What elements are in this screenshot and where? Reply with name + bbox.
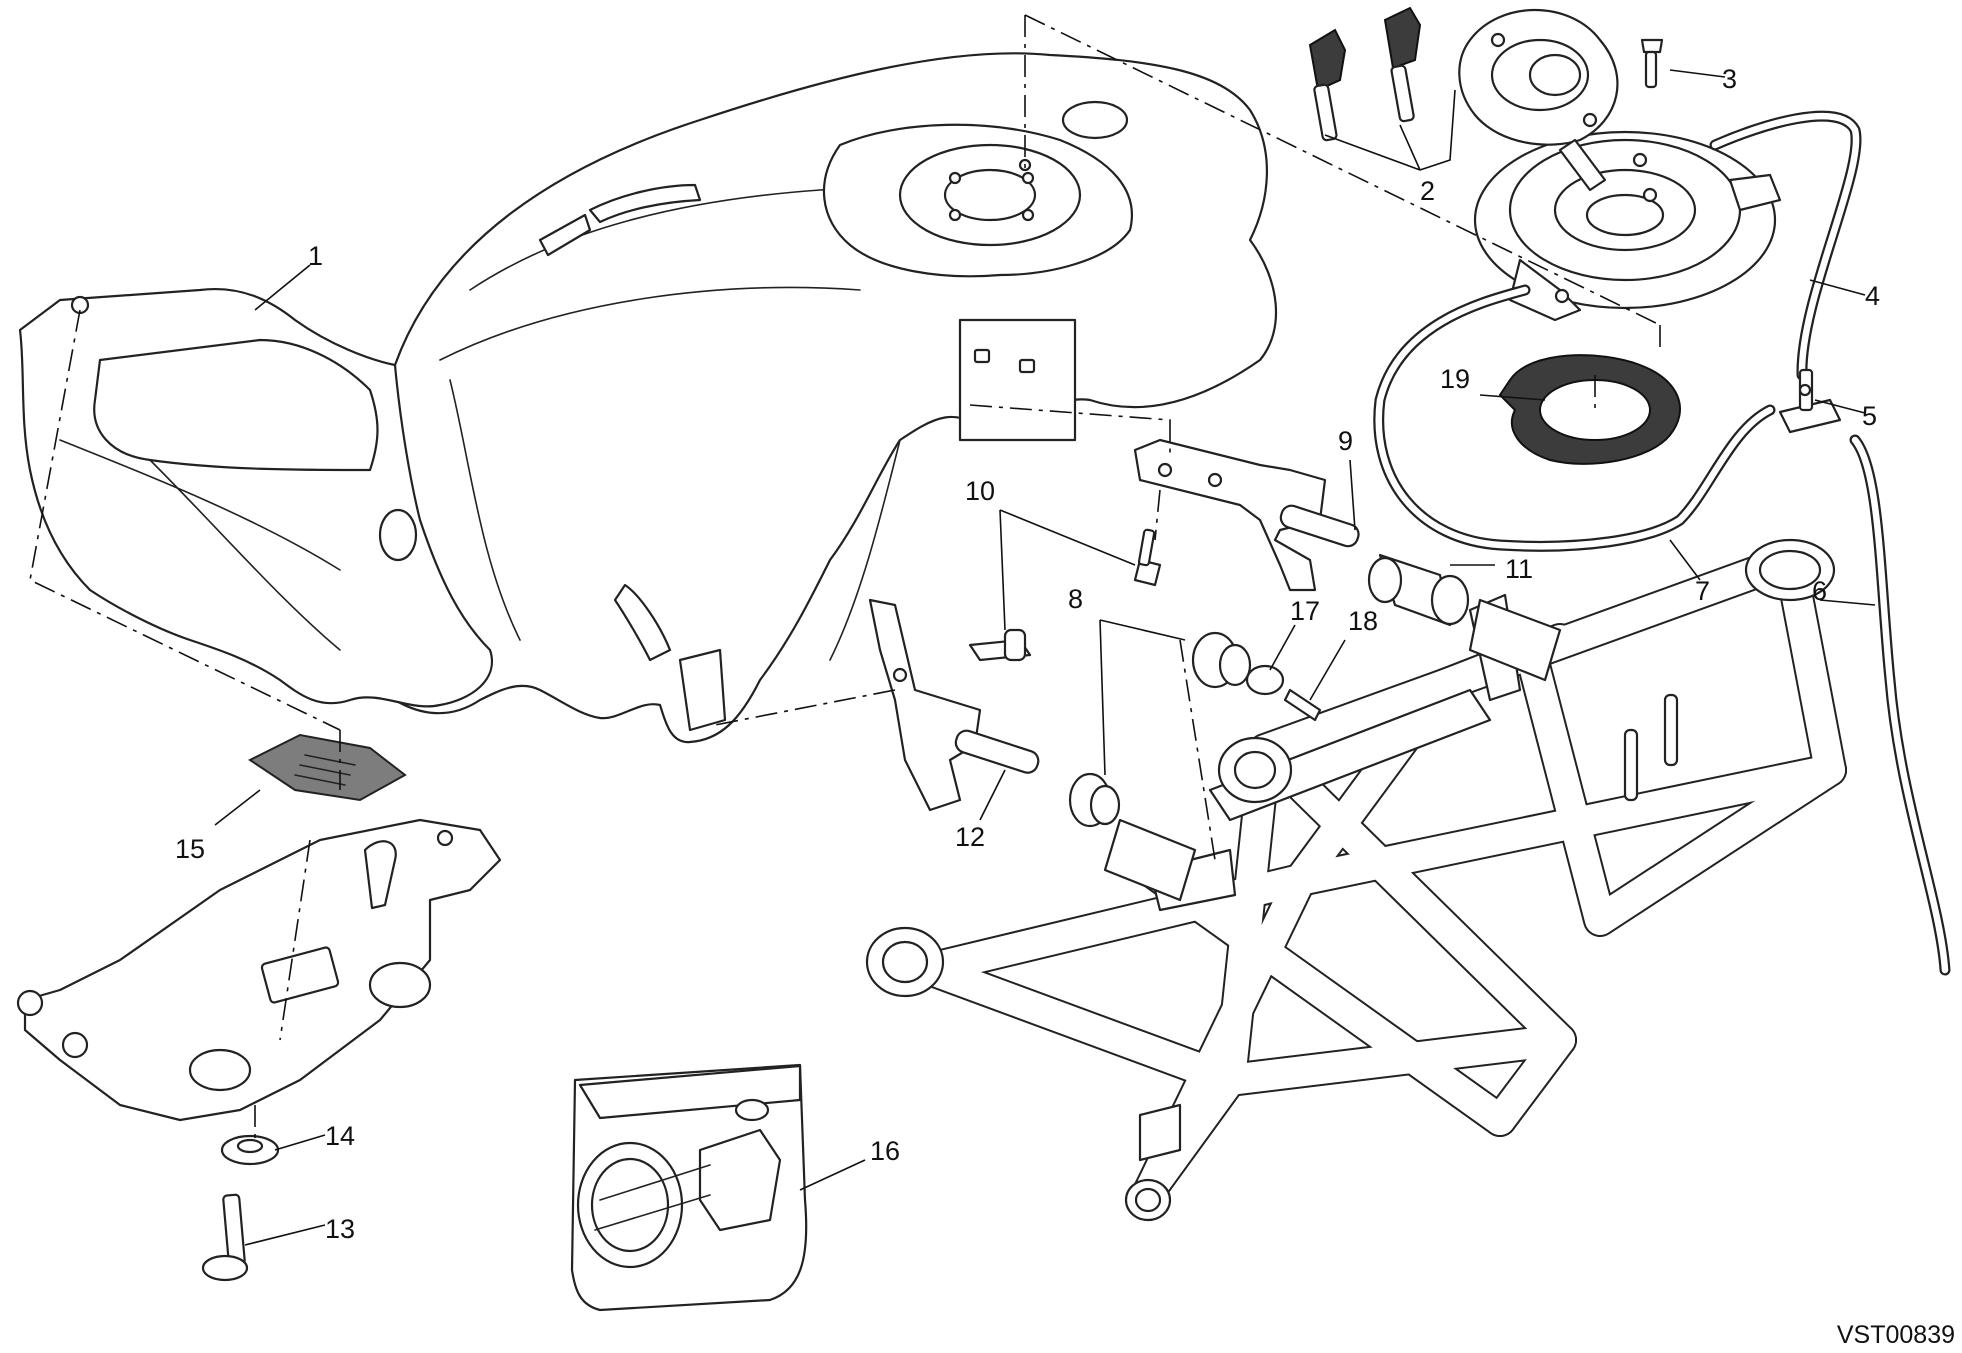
callout-7: 7 <box>1695 576 1710 606</box>
mounting-plate <box>16 818 502 1122</box>
callout-19: 19 <box>1440 364 1470 394</box>
callout-18: 18 <box>1348 606 1378 636</box>
pad-part-15 <box>248 733 407 802</box>
callout-14: 14 <box>325 1121 355 1151</box>
callout-6: 6 <box>1812 576 1827 606</box>
callout-15: 15 <box>175 834 205 864</box>
fuel-cap-assembly <box>1308 6 1782 322</box>
callout-3: 3 <box>1722 64 1737 94</box>
callout-1: 1 <box>308 241 323 271</box>
bracket-part-12 <box>868 598 1040 812</box>
callout-9: 9 <box>1338 426 1353 456</box>
callout-8: 8 <box>1068 584 1083 614</box>
callout-13: 13 <box>325 1214 355 1244</box>
inset-detail-part-16 <box>570 1063 808 1312</box>
callout-17: 17 <box>1290 596 1320 626</box>
callout-11: 11 <box>1505 554 1533 584</box>
assembly-lines <box>29 14 1661 1140</box>
callout-12: 12 <box>955 822 985 852</box>
drawing-code: VST00839 <box>1837 1321 1955 1349</box>
callout-5: 5 <box>1862 401 1877 431</box>
callout-labels: 1 2 3 4 5 6 7 8 9 10 11 12 13 14 15 16 1… <box>175 64 1880 1244</box>
gasket-part-19 <box>1498 354 1681 465</box>
hoses <box>1373 110 1951 976</box>
leader-lines <box>214 69 1876 1246</box>
bolt-part-13 <box>201 1193 249 1282</box>
callout-2: 2 <box>1420 176 1435 206</box>
callout-16: 16 <box>870 1136 900 1166</box>
trellis-frame <box>865 538 1847 1222</box>
washer-part-14 <box>220 1134 280 1166</box>
screws-part-10 <box>968 528 1162 662</box>
callout-4: 4 <box>1865 281 1880 311</box>
fuel-tank <box>325 52 1278 744</box>
bushings <box>1068 553 1562 902</box>
callout-10: 10 <box>965 476 995 506</box>
bracket-part-9 <box>1133 438 1360 592</box>
tank-cover-part-1 <box>18 288 493 708</box>
screw-part-3 <box>1640 38 1664 89</box>
